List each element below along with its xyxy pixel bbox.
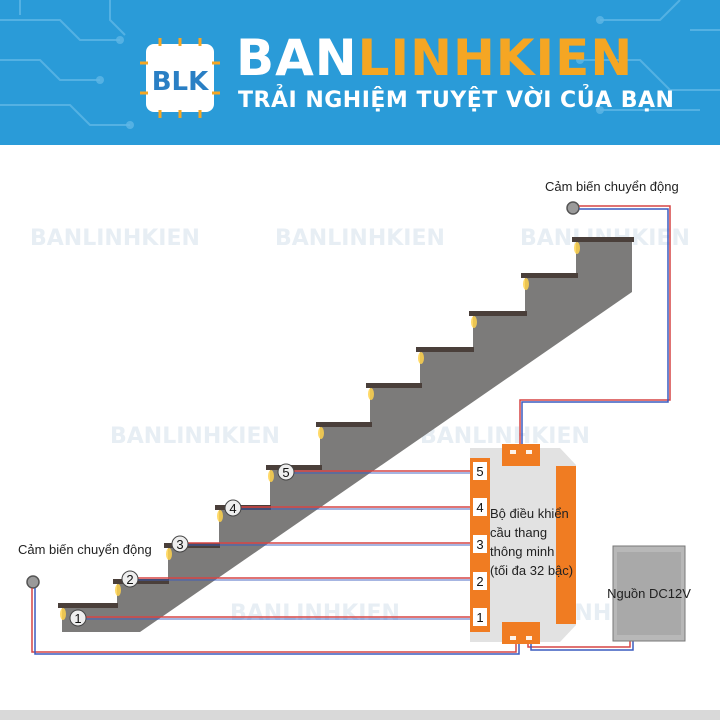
brand-banner: BLK BANLINHKIEN TRẢI NGHIỆM TUYỆT VỜI CỦ… bbox=[0, 0, 720, 145]
top-sensor-wire bbox=[519, 205, 671, 444]
step-number: 3 bbox=[176, 537, 183, 552]
blk-logo: BLK bbox=[140, 38, 220, 118]
port-number: 2 bbox=[476, 574, 483, 589]
step-number: 5 bbox=[282, 465, 289, 480]
step-marker-1: 1 bbox=[69, 609, 87, 627]
watermark: BANLINHKIEN bbox=[275, 226, 445, 251]
step-number: 2 bbox=[126, 572, 133, 587]
port-number: 5 bbox=[476, 464, 483, 479]
top-motion-sensor bbox=[566, 201, 580, 215]
watermark: BANLINHKIEN bbox=[110, 424, 280, 449]
step-marker-3: 3 bbox=[171, 535, 189, 553]
bottom-sensor-label: Cảm biến chuyển động bbox=[18, 542, 152, 557]
brand-title-part1: BAN bbox=[236, 29, 358, 87]
controller-label-line: Bộ điều khiển bbox=[490, 506, 569, 521]
step-lights bbox=[60, 242, 580, 620]
step-markers: 1 2 3 4 5 bbox=[69, 463, 295, 627]
step-wires bbox=[85, 470, 472, 620]
power-supply: Nguồn DC12V bbox=[607, 545, 691, 642]
port-number: 3 bbox=[476, 537, 483, 552]
step-marker-5: 5 bbox=[277, 463, 295, 481]
top-sensor-label: Cảm biến chuyển động bbox=[545, 179, 679, 194]
controller-label-line: thông minh bbox=[490, 544, 554, 559]
circuit-pattern bbox=[0, 0, 720, 129]
controller-top-connector bbox=[502, 444, 540, 466]
step-marker-4: 4 bbox=[224, 499, 242, 517]
bottom-border bbox=[0, 710, 720, 720]
controller-label-line: cầu thang bbox=[490, 525, 547, 540]
controller-label-line: (tối đa 32 bậc) bbox=[490, 563, 573, 578]
logo-letters: BLK bbox=[152, 67, 209, 97]
step-marker-2: 2 bbox=[121, 570, 139, 588]
bottom-motion-sensor bbox=[26, 575, 40, 589]
controller-side-strip bbox=[556, 466, 576, 624]
stair-lighting-diagram: BANLINHKIEN BANLINHKIEN BANLINHKIEN BANL… bbox=[18, 179, 691, 655]
controller-ports: 5 4 3 2 1 bbox=[473, 462, 487, 626]
smart-stair-controller: 5 4 3 2 1 Bộ điều khiển cầu thang thông … bbox=[470, 444, 576, 644]
power-supply-label: Nguồn DC12V bbox=[607, 586, 691, 601]
bottom-sensor-wire bbox=[31, 588, 520, 655]
brand-slogan: TRẢI NGHIỆM TUYỆT VỜI CỦA BẠN bbox=[238, 88, 675, 113]
step-number: 1 bbox=[74, 611, 81, 626]
staircase bbox=[62, 242, 632, 632]
port-number: 1 bbox=[476, 610, 483, 625]
brand-title: BANLINHKIEN bbox=[236, 30, 633, 86]
controller-bottom-connector bbox=[502, 622, 540, 644]
watermark: BANLINHKIEN bbox=[30, 226, 200, 251]
brand-title-part2: LINHKIEN bbox=[357, 29, 634, 87]
watermark: BANLINHKIEN bbox=[230, 601, 400, 626]
power-wire bbox=[527, 640, 634, 651]
port-number: 4 bbox=[476, 500, 483, 515]
step-number: 4 bbox=[229, 501, 236, 516]
